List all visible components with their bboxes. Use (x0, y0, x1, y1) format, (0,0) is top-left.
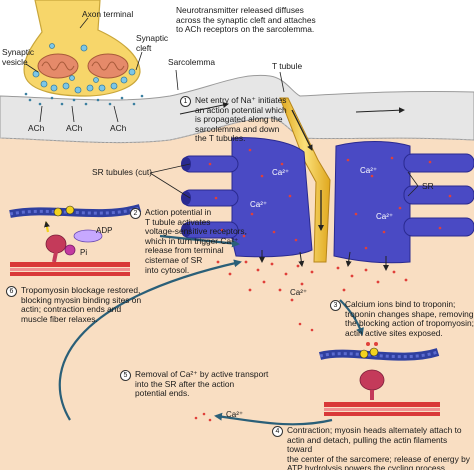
label-synaptic-vesicle: Synaptic vesicle (2, 47, 35, 67)
mitochondria (37, 53, 129, 79)
step-5-text: Removal of Ca²⁺ by active transport into… (135, 369, 269, 399)
step-1-text: Net entry of Na⁺ initiates an action pot… (195, 95, 287, 144)
ca-release-arrows (259, 250, 389, 271)
step-1-number: 1 (180, 96, 191, 107)
sarcolemma-inner-edge (0, 117, 474, 144)
label-sarcolemma: Sarcolemma (168, 57, 216, 67)
free-calcium-lower (194, 322, 314, 422)
label-sr: SR (422, 181, 434, 191)
step-5: 5 Removal of Ca²⁺ by active transport in… (120, 369, 269, 399)
t-tubule-ap-arrow-top (291, 109, 313, 151)
synaptic-vesicles (32, 43, 136, 94)
step-4-number: 4 (272, 426, 283, 437)
label-ach-3: ACh (110, 123, 127, 133)
step-2-text: Action potential in T tubule activates v… (145, 207, 247, 275)
label-ach-2: ACh (66, 123, 83, 133)
label-sr-tubules: SR tubules (cut) (92, 167, 153, 177)
relaxed-myofilament (9, 204, 142, 276)
ach-molecules (24, 92, 144, 106)
label-ach-1: ACh (28, 123, 45, 133)
ach-pointers (39, 105, 119, 123)
active-myofilament (318, 342, 440, 416)
ca-label-free: Ca²⁺ (226, 410, 244, 419)
ca-label-sr-left-2: Ca²⁺ (250, 200, 268, 209)
top-leader-lines (25, 17, 285, 93)
step-3-number: 3 (330, 300, 341, 311)
step-2: 2 Action potential in T tubule activates… (130, 207, 247, 275)
ca-label-sr-right-2: Ca²⁺ (376, 212, 394, 221)
step-3-text: Calcium ions bind to troponin; troponin … (345, 299, 474, 338)
step-5-number: 5 (120, 370, 131, 381)
step-4: 4 Contraction; myosin heads alternately … (272, 425, 474, 470)
header-caption: Neurotransmitter released diffuses acros… (176, 5, 316, 35)
ca-label-released: Ca²⁺ (290, 288, 308, 297)
adp-label: ADP (96, 226, 113, 235)
step-6-number: 6 (6, 286, 17, 297)
t-tubule-channel (279, 97, 331, 263)
sr-calcium-stores (208, 148, 452, 250)
cycle-arrows (58, 234, 364, 426)
sr-right (333, 141, 474, 264)
label-axon-terminal: Axon terminal (82, 9, 134, 19)
sarcolemma-ap-arrow-right (355, 107, 405, 114)
sarcolemma-ap-arrow-left (179, 102, 229, 115)
step-4-text: Contraction; myosin heads alternately at… (287, 425, 470, 470)
sr-leaders (149, 163, 419, 199)
pi-label: Pi (80, 248, 88, 257)
label-synaptic-cleft: Synaptic cleft (136, 33, 169, 53)
step-1: 1 Net entry of Na⁺ initiates an action p… (180, 95, 287, 144)
step-6: 6 Tropomyosin blockage restored, blockin… (6, 285, 142, 324)
step-6-text: Tropomyosin blockage restored, blocking … (21, 285, 142, 324)
label-t-tubule: T tubule (272, 61, 303, 71)
step-2-number: 2 (130, 208, 141, 219)
ca-label-sr-left-1: Ca²⁺ (272, 168, 290, 177)
step-3: 3 Calcium ions bind to troponin; troponi… (330, 299, 474, 338)
ca-label-sr-right-1: Ca²⁺ (360, 166, 378, 175)
relaxed-state-arrow (44, 221, 50, 233)
